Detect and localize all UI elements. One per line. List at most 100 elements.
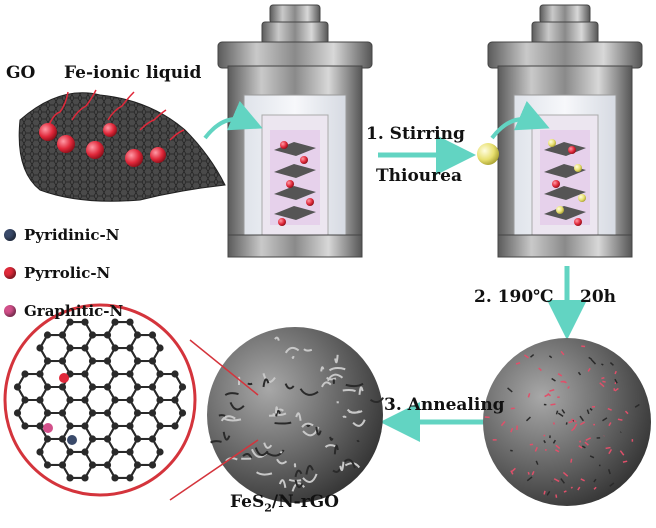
fiber-mark (606, 448, 611, 449)
product-label-prefix: FeS (230, 492, 264, 512)
fiber-mark (623, 461, 627, 462)
fiber-mark (618, 419, 623, 420)
fiber-mark (580, 441, 581, 443)
lattice-atom (171, 370, 178, 377)
lattice-atom (59, 331, 66, 338)
fiber-mark (551, 404, 556, 405)
pyrrolic-n-dot (4, 267, 16, 279)
lattice-atom (149, 435, 156, 442)
graphitic-n-dot (4, 305, 16, 317)
lattice-atom (89, 357, 96, 364)
lattice-atom (126, 474, 133, 481)
lattice-atom (104, 357, 111, 364)
go-sheet (19, 93, 225, 201)
wrinkle-mark (343, 390, 356, 391)
product-label: FeS2/N-rGO (230, 492, 339, 514)
lattice-atom (81, 474, 88, 481)
lattice-atom (89, 461, 96, 468)
lattice-atom (104, 331, 111, 338)
lattice-atom (134, 461, 141, 468)
lattice-atom (111, 396, 118, 403)
legend-pyrrolic-n: Pyrrolic-N (4, 264, 110, 282)
lattice-atom (36, 448, 43, 455)
fe-ionic-liquid-label: Fe-ionic liquid (64, 63, 201, 83)
lattice-atom (104, 461, 111, 468)
lattice-atom (21, 370, 28, 377)
fiber-mark (544, 435, 545, 436)
step3-label: 3. Annealing (384, 395, 505, 415)
lattice-atom (111, 422, 118, 429)
lattice-atom (59, 383, 66, 390)
wrinkle-mark (343, 417, 346, 418)
lattice-atom (134, 331, 141, 338)
lattice-atom (59, 357, 66, 364)
lattice-atom (111, 448, 118, 455)
lattice-atom (59, 461, 66, 468)
pyridinic-n-dot (4, 229, 16, 241)
sphere-intermediate (483, 338, 651, 506)
product-label-suffix: /N-rGO (272, 492, 339, 512)
fiber-mark (510, 450, 512, 451)
lattice-atom (104, 435, 111, 442)
legend-pyridinic-n: Pyridinic-N (4, 226, 119, 244)
lattice-atom (156, 448, 163, 455)
step2-temp-label: 2. 190℃ (474, 287, 554, 307)
lattice-atom (134, 409, 141, 416)
fiber-mark (544, 491, 545, 495)
lattice-atom (149, 357, 156, 364)
lattice-atom (59, 435, 66, 442)
lattice-atom (44, 357, 51, 364)
lattice-atom (66, 448, 73, 455)
legend-label: Graphitic-N (24, 302, 123, 320)
lattice-atom (59, 409, 66, 416)
pyridinic-n-atom (67, 435, 77, 445)
lattice-atom (134, 383, 141, 390)
lattice-atom (44, 409, 51, 416)
lattice-atom (44, 461, 51, 468)
lattice-atom (179, 409, 186, 416)
lattice-atom (179, 383, 186, 390)
lattice-atom (149, 461, 156, 468)
go-label: GO (6, 63, 35, 83)
lattice-atom (81, 422, 88, 429)
step2-time-label: 20h (580, 287, 616, 307)
lattice-atom (66, 344, 73, 351)
lattice-atom (126, 448, 133, 455)
lattice-atom (156, 422, 163, 429)
lattice-atom (36, 422, 43, 429)
lattice-atom (81, 344, 88, 351)
lattice-atom (156, 370, 163, 377)
lattice-atom (66, 396, 73, 403)
graphitic-n-atom (43, 423, 53, 433)
lattice-atom (134, 435, 141, 442)
lattice-atom (36, 344, 43, 351)
fiber-mark (556, 411, 557, 415)
lattice-atom (156, 344, 163, 351)
fiber-mark (571, 487, 572, 488)
wrinkle-mark (293, 356, 294, 358)
lattice-atom (14, 383, 21, 390)
lattice-atom (89, 409, 96, 416)
lattice-atom (81, 396, 88, 403)
lattice-atom (149, 331, 156, 338)
lattice-atom (89, 331, 96, 338)
lattice-atom (104, 409, 111, 416)
lattice-atom (21, 396, 28, 403)
lattice-atom (44, 331, 51, 338)
product-label-subscript: 2 (264, 501, 272, 514)
lattice-atom (104, 383, 111, 390)
lattice-atom (44, 435, 51, 442)
lattice-atom (81, 448, 88, 455)
lattice-atom (156, 396, 163, 403)
lattice-atom (126, 319, 133, 326)
fiber-mark (554, 422, 555, 424)
lattice-atom (134, 357, 141, 364)
lattice-atom (126, 370, 133, 377)
legend-label: Pyridinic-N (24, 226, 119, 244)
fiber-mark (601, 378, 604, 379)
thiourea-label: Thiourea (376, 166, 462, 186)
lattice-atom (44, 383, 51, 390)
lattice-atom (89, 435, 96, 442)
wrinkle-mark (248, 383, 252, 384)
lattice-atom (14, 409, 21, 416)
